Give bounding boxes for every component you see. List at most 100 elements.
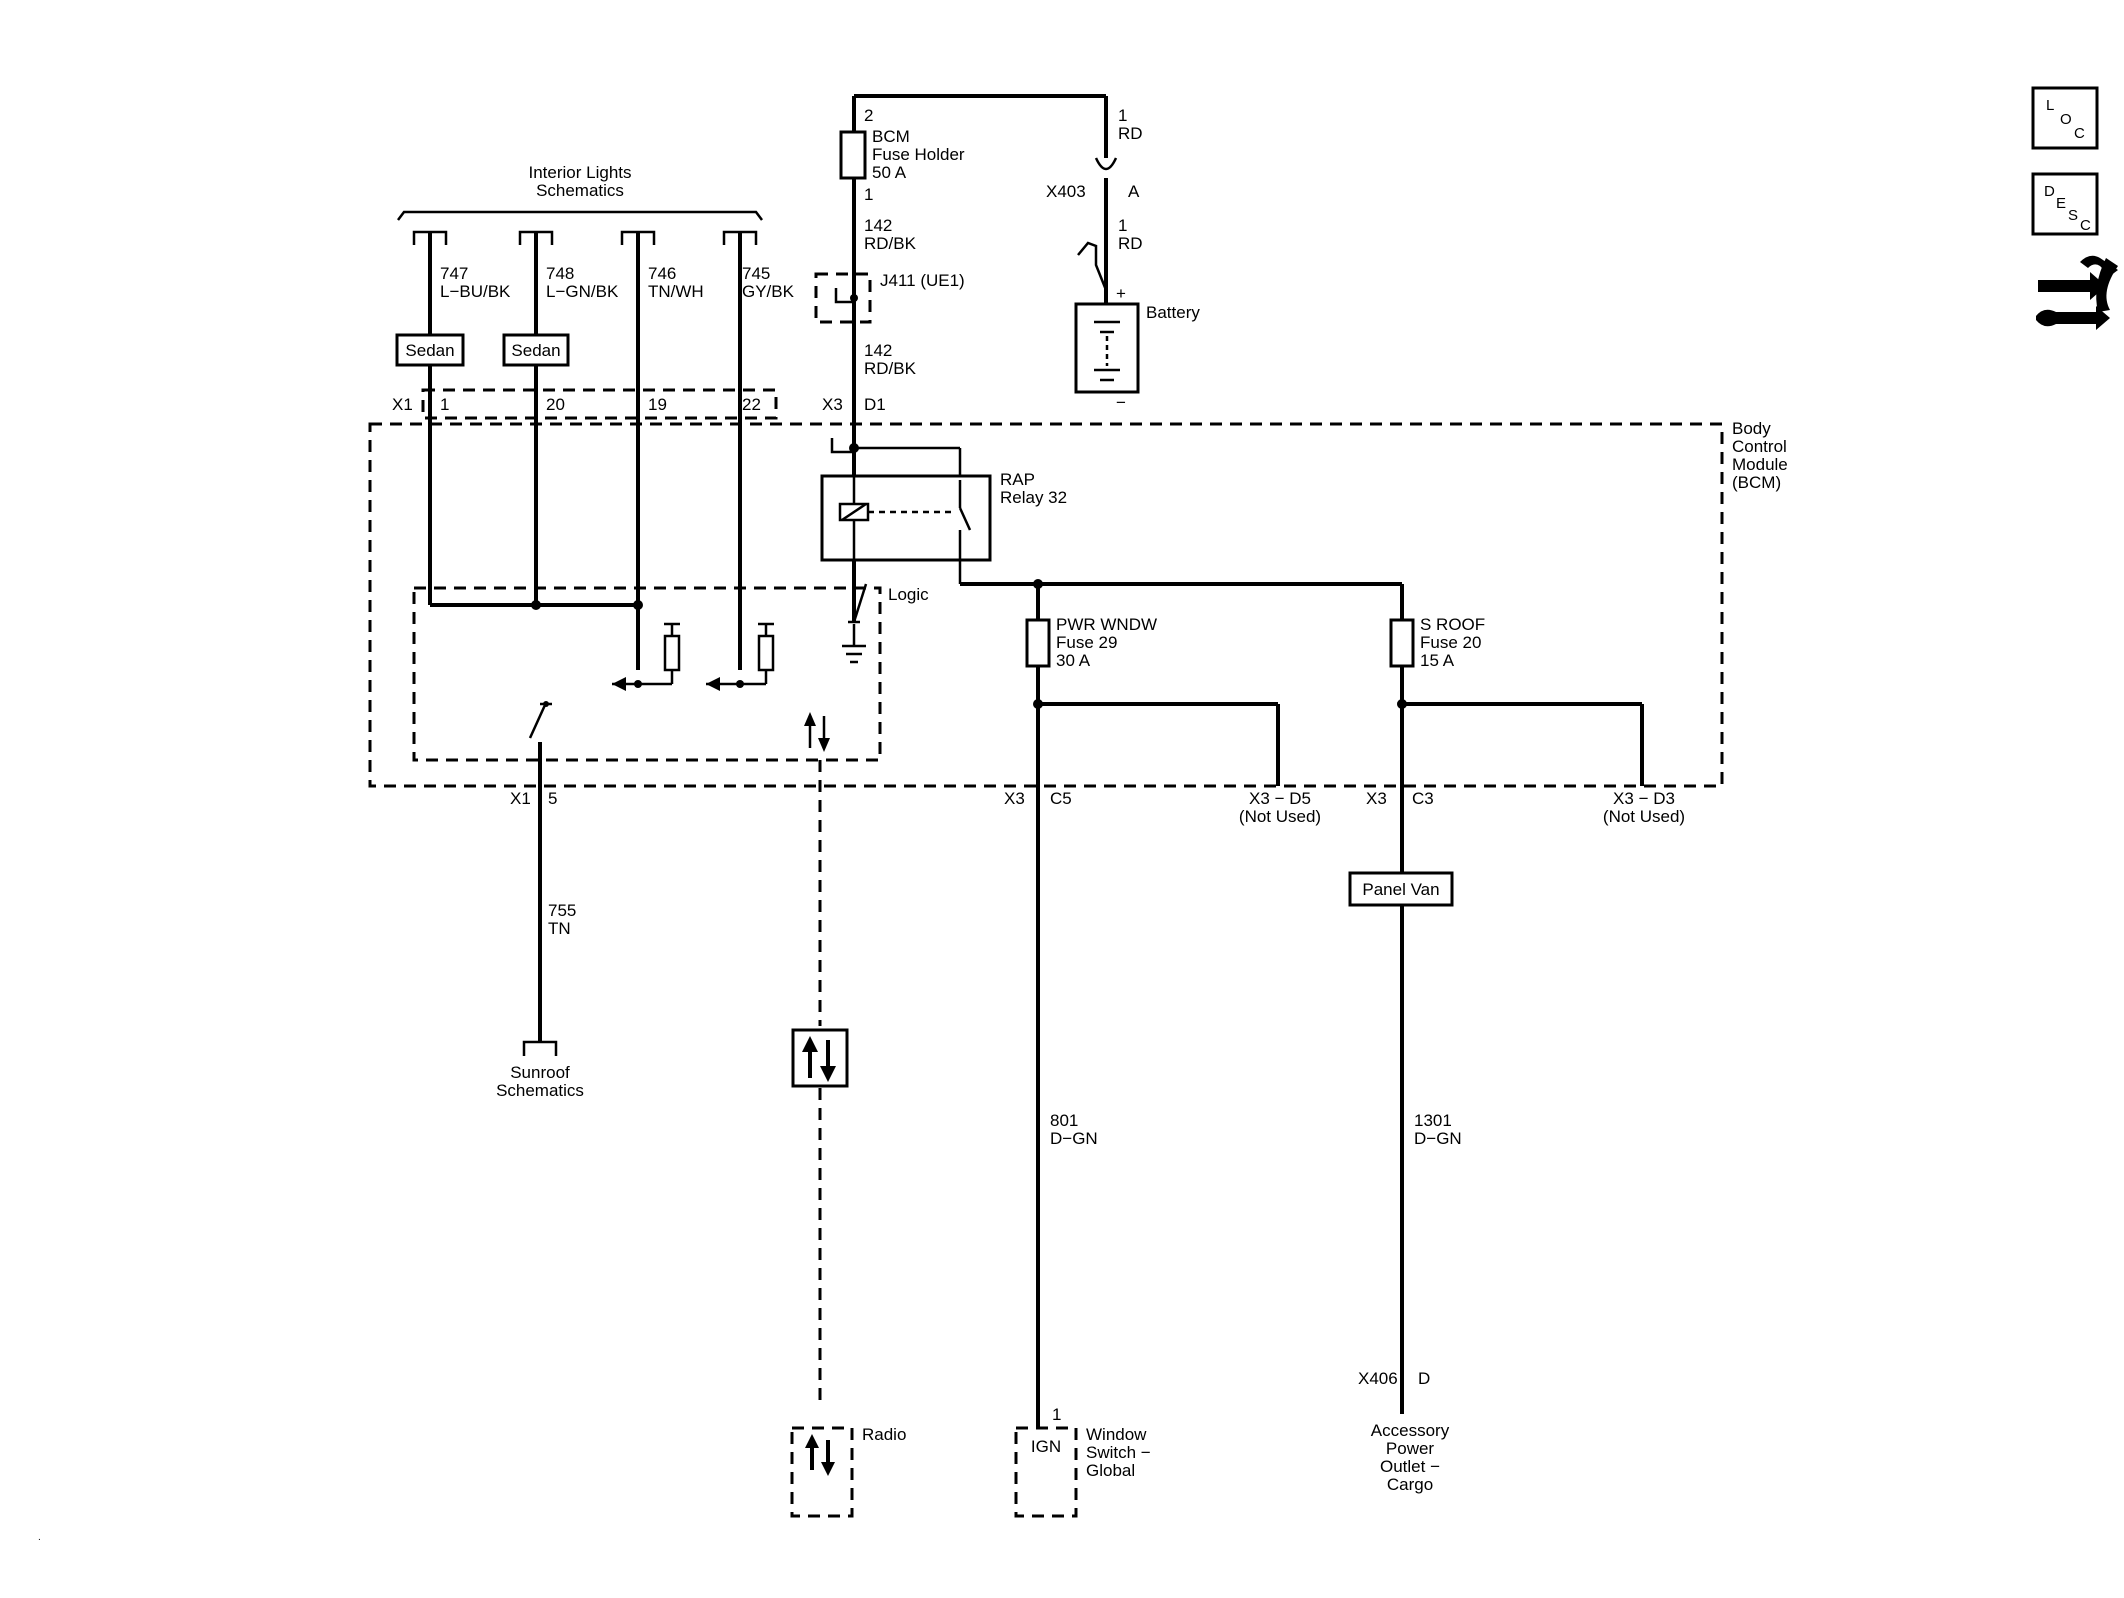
sunroof-switch-symbol [528,701,552,1042]
battery-plus: + [1116,284,1126,303]
logic-label: Logic [888,585,929,604]
wire-748-circuit: 748 [546,264,574,283]
c5-pin-label: C5 [1050,789,1072,808]
x3-pin-d1: D1 [864,395,886,414]
radio-component[interactable]: Radio [790,1425,906,1518]
bcm-label-4: (BCM) [1732,473,1781,492]
panel-van-option-box [1348,871,1454,907]
interior-lights-reference[interactable]: Interior Lights Schematics [397,163,763,221]
fuse-20-branch [1389,584,1644,1414]
sunroof-schematics-reference[interactable]: Sunroof Schematics [496,1040,584,1100]
description-button[interactable]: D E S C [2031,172,2099,236]
x1-pin-1: 1 [440,395,449,414]
battery-label: Battery [1146,303,1200,322]
driver-746 [612,622,681,691]
outlet-label-1: Accessory [1371,1421,1450,1440]
outlet-label-4: Cargo [1387,1475,1433,1494]
d5-note: (Not Used) [1239,807,1321,826]
fuse-holder-name-1: BCM [872,127,910,146]
fuse-20-rating: 15 A [1420,651,1455,670]
sunroof-conn-label: X1 [510,789,531,808]
ign-label: IGN [1031,1437,1061,1456]
feed-circuit-a: 142 [864,216,892,235]
j411-splice-label: J411 (UE1) [880,271,965,290]
wire-745-color: GY/BK [742,282,795,301]
interior-connector-ends [412,230,758,245]
d3-note: (Not Used) [1603,807,1685,826]
battery-color-top: RD [1118,124,1143,143]
x406-pin: D [1418,1369,1430,1388]
wire-745-junction [736,680,744,688]
outlet-color: D−GN [1414,1129,1462,1148]
x403-pin: A [1128,182,1140,201]
bcm-label-3: Module [1732,455,1788,474]
window-switch-label-3: Global [1086,1461,1135,1480]
x1-pin-19: 19 [648,395,667,414]
navigation-arrows-icon[interactable] [2036,255,2118,330]
bcm-fuse-holder-symbol [839,130,867,180]
battery-symbol[interactable] [1074,302,1140,394]
fuse-20-number: Fuse 20 [1420,633,1481,652]
interior-lights-title-2: Schematics [536,181,624,200]
corner-mark: . [38,1532,41,1543]
wire-745-circuit: 745 [742,264,770,283]
bcm-module-outline [368,422,1724,788]
j411-splice-dot [850,294,858,302]
bcm-label-1: Body [1732,419,1771,438]
d5-label: X3 − D5 [1249,789,1311,808]
x406-label: X406 [1358,1369,1398,1388]
x1-pin-20: 20 [546,395,565,414]
loc-letter-c: C [2074,125,2085,142]
x1-connector-label: X1 [392,395,413,414]
rap-relay-label-2: Relay 32 [1000,488,1067,507]
desc-letter-c: C [2080,217,2091,234]
outlet-label-2: Power [1386,1439,1435,1458]
wire-748-color: L−GN/BK [546,282,619,301]
feed-color-b: RD/BK [864,359,917,378]
c5-conn-label: X3 [1004,789,1025,808]
x403-label: X403 [1046,182,1086,201]
accessory-outlet-component[interactable]: X406 D Accessory Power Outlet − Cargo [1358,1369,1450,1494]
sunroof-ref-label-2: Schematics [496,1081,584,1100]
j411-splice-outline [814,272,872,324]
feed-circuit-b: 142 [864,341,892,360]
sunroof-pin-label: 5 [548,789,557,808]
fuse-29-branch [1025,579,1280,1414]
battery-minus: − [1116,393,1126,412]
desc-letter-s: S [2068,207,2078,224]
logic-block-outline [412,586,882,762]
c3-conn-label: X3 [1366,789,1387,808]
window-switch-component[interactable]: 1 IGN Window Switch − Global [1014,1405,1151,1518]
window-color: D−GN [1050,1129,1098,1148]
bus-junction-2 [633,600,643,610]
location-button[interactable]: L O C [2031,86,2099,150]
battery-ground-strap [1077,241,1108,291]
wire-746-circuit: 746 [648,264,676,283]
interior-lights-title-1: Interior Lights [529,163,632,182]
fuse-29-rating: 30 A [1056,651,1091,670]
fuse-holder-rating: 50 A [872,163,907,182]
bus-junction-1 [531,600,541,610]
x3-connector-label: X3 [822,395,843,414]
sunroof-circuit: 755 [548,901,576,920]
c3-pin-label: C3 [1412,789,1434,808]
loc-letter-l: L [2046,97,2054,114]
serial-data-inline-symbol [791,1028,849,1088]
x1-connector-outline [421,388,778,420]
loc-letter-o: O [2060,111,2072,128]
window-switch-pin: 1 [1052,1405,1061,1424]
rap-relay [820,412,1402,664]
desc-letter-d: D [2044,183,2055,200]
wire-747-color: L−BU/BK [440,282,511,301]
d3-label: X3 − D3 [1613,789,1675,808]
j411-splice-tap [834,288,854,304]
x403-connector-symbol [1094,157,1118,171]
battery-color-2: RD [1118,234,1143,253]
bcm-label-2: Control [1732,437,1787,456]
sedan-option-label-1: Sedan [405,341,454,360]
window-switch-label-2: Switch − [1086,1443,1151,1462]
desc-letter-e: E [2056,195,2066,212]
sedan-option-box-2 [502,333,570,367]
